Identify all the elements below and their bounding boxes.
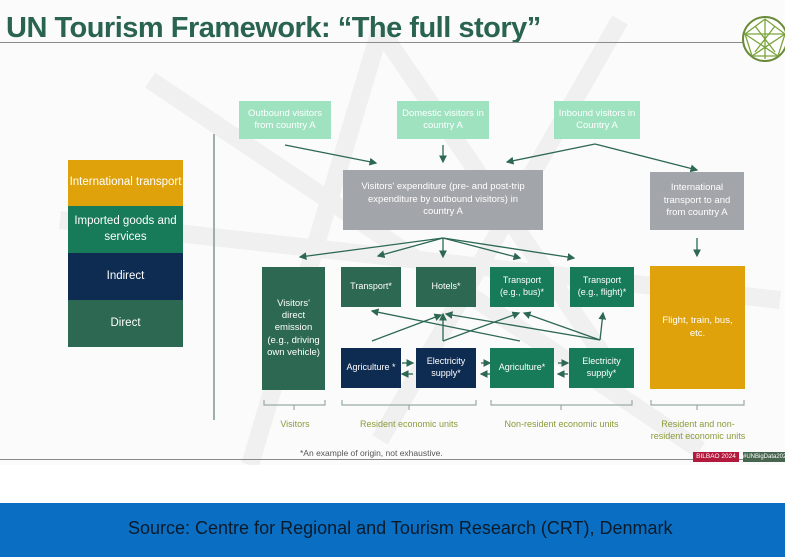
transport-box: Transport* [341,267,401,307]
visitors-expenditure-box: Visitors' expenditure (pre- and post-tri… [343,170,543,230]
international-transport-box: International transport to and from coun… [650,172,744,230]
slide: UN Tourism Framework: “The full story” I… [0,12,785,465]
transport-bus-box: Transport (e.g., bus)* [490,267,554,307]
event-badge: BILBAO 2024 [693,452,739,462]
inbound-visitors-box: Inbound visitors in Country A [554,101,640,139]
legend-international-transport: International transport [68,160,183,206]
bottom-rule [0,459,785,460]
electricity-nonresident-box: Electricity supply* [569,348,634,388]
group-label-both: Resident and non-resident economic units [650,419,746,441]
flight-train-bus-box: Flight, train, bus, etc. [650,266,745,389]
agriculture-resident-box: Agriculture * [341,348,401,388]
footnote: *An example of origin, not exhaustive. [300,448,443,458]
electricity-resident-box: Electricity supply* [416,348,476,388]
title-rule [0,42,748,43]
hotels-box: Hotels* [416,267,476,307]
group-label-visitors: Visitors [280,419,310,429]
source-caption-bar: Source: Centre for Regional and Tourism … [0,503,785,557]
legend-indirect: Indirect [68,253,183,300]
geodesic-sphere-icon [742,16,785,62]
visitors-direct-emission-box: Visitors' direct emission (e.g., driving… [262,267,325,390]
slide-title: UN Tourism Framework: “The full story” [6,12,541,44]
group-label-resident: Resident economic units [359,419,459,429]
agriculture-nonresident-box: Agriculture* [490,348,554,388]
flow-arrows [263,143,745,410]
domestic-visitors-box: Domestic visitors in country A [397,101,489,139]
group-label-nonresident: Non-resident economic units [504,419,619,429]
legend-direct: Direct [68,300,183,347]
outbound-visitors-box: Outbound visitors from country A [239,101,331,139]
transport-flight-box: Transport (e.g., flight)* [570,267,634,307]
source-text: Source: Centre for Regional and Tourism … [128,518,673,538]
hashtag-badge: #UNBigData2024 [743,452,785,462]
legend-imported-goods: Imported goods and services [68,206,183,253]
vertical-divider [213,134,215,420]
